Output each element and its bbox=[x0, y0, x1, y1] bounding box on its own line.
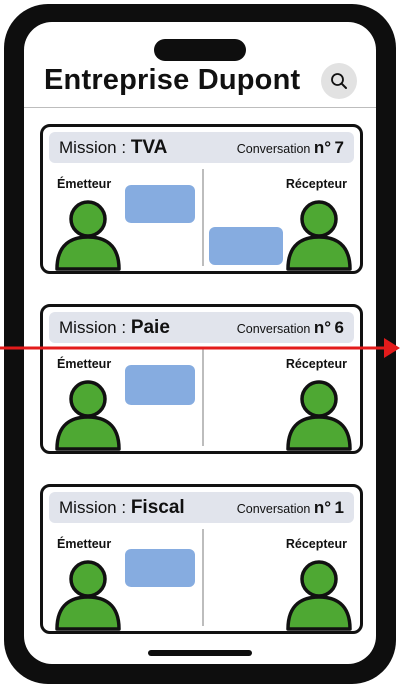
number-sign: n° bbox=[313, 498, 332, 517]
person-icon bbox=[55, 380, 121, 451]
conversation-number: 1 bbox=[334, 498, 344, 517]
person-icon bbox=[286, 380, 352, 451]
conversation-prefix: Conversation bbox=[236, 502, 311, 516]
sender-label: Émetteur bbox=[57, 537, 112, 551]
mission-label: Mission : bbox=[59, 318, 127, 337]
red-arrow-icon bbox=[0, 338, 400, 358]
mission-label: Mission : bbox=[59, 498, 127, 517]
card-divider bbox=[202, 349, 204, 446]
conversation-prefix: Conversation bbox=[236, 142, 311, 156]
card-header: Mission : Fiscal Conversation n° 1 bbox=[49, 492, 354, 523]
person-icon bbox=[55, 200, 121, 271]
receiver-label: Récepteur bbox=[285, 537, 347, 551]
mission-card-fiscal[interactable]: Mission : Fiscal Conversation n° 1 Émett… bbox=[40, 484, 363, 634]
card-divider bbox=[202, 169, 204, 266]
message-bubble-icon bbox=[125, 185, 195, 223]
person-icon bbox=[286, 200, 352, 271]
mission-label: Mission : bbox=[59, 138, 127, 157]
message-bubble-icon bbox=[125, 365, 195, 405]
search-icon bbox=[331, 73, 347, 89]
page-title: Entreprise Dupont bbox=[44, 64, 301, 96]
card-header: Mission : TVA Conversation n° 7 bbox=[49, 132, 354, 163]
conversation-number: 7 bbox=[334, 138, 344, 157]
receiver-label: Récepteur bbox=[285, 177, 347, 191]
search-button[interactable] bbox=[321, 63, 357, 99]
card-header: Mission : Paie Conversation n° 6 bbox=[49, 312, 354, 343]
sender-label: Émetteur bbox=[57, 357, 112, 371]
mission-card-tva[interactable]: Mission : TVA Conversation n° 7 Émetteur… bbox=[40, 124, 363, 274]
message-bubble-icon bbox=[125, 549, 195, 587]
header-divider bbox=[24, 107, 376, 108]
card-divider bbox=[202, 529, 204, 626]
mission-name: Paie bbox=[130, 317, 170, 338]
mission-title: Mission : TVA bbox=[59, 137, 167, 159]
number-sign: n° bbox=[313, 138, 332, 157]
conversation-label: Conversation n° 6 bbox=[237, 318, 344, 338]
mission-card-paie[interactable]: Mission : Paie Conversation n° 6 Émetteu… bbox=[40, 304, 363, 454]
conversation-label: Conversation n° 7 bbox=[237, 138, 344, 158]
home-indicator bbox=[148, 650, 252, 656]
mission-title: Mission : Paie bbox=[59, 317, 170, 339]
message-bubble-icon bbox=[209, 227, 283, 265]
conversation-number: 6 bbox=[334, 318, 344, 337]
person-icon bbox=[55, 560, 121, 631]
receiver-label: Récepteur bbox=[285, 357, 347, 371]
conversation-label: Conversation n° 1 bbox=[237, 498, 344, 518]
sender-label: Émetteur bbox=[57, 177, 112, 191]
mission-title: Mission : Fiscal bbox=[59, 497, 185, 519]
phone-notch bbox=[154, 39, 246, 61]
number-sign: n° bbox=[313, 318, 332, 337]
conversation-prefix: Conversation bbox=[236, 322, 311, 336]
person-icon bbox=[286, 560, 352, 631]
mission-name: Fiscal bbox=[130, 497, 185, 518]
mission-name: TVA bbox=[130, 137, 168, 158]
